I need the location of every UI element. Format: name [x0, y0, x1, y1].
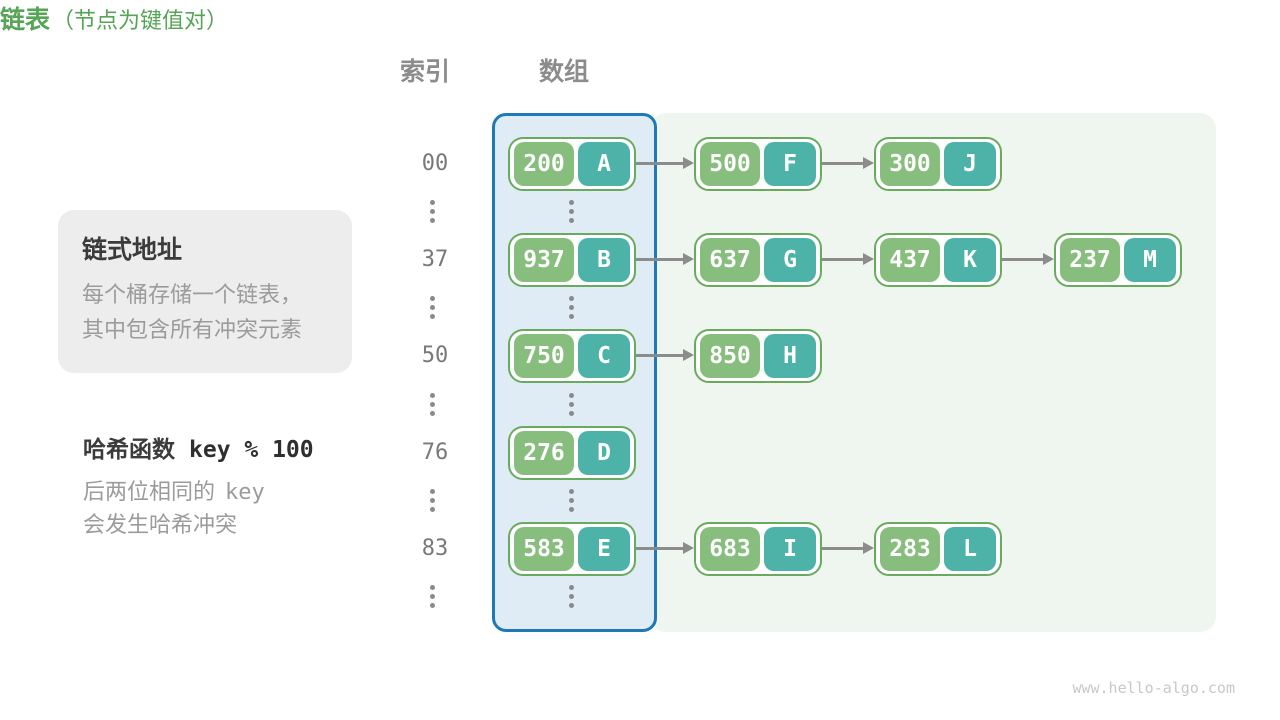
- chaining-info-box: 链式地址 每个桶存储一个链表， 其中包含所有冲突元素: [58, 210, 352, 373]
- node-key: 937: [514, 238, 574, 282]
- hash-note-line-2: 后两位相同的 key: [83, 474, 265, 506]
- node-key: 283: [880, 527, 940, 571]
- chain-node: 300 J: [874, 137, 1002, 191]
- bucket-node: 200 A: [508, 137, 636, 191]
- vertical-ellipsis: [430, 585, 436, 608]
- arrow-icon: [636, 542, 694, 554]
- vertical-ellipsis: [569, 393, 575, 416]
- node-key: 237: [1060, 238, 1120, 282]
- arrow-icon: [822, 157, 874, 169]
- arrow-icon: [636, 349, 694, 361]
- node-key: 683: [700, 527, 760, 571]
- vertical-ellipsis: [569, 296, 575, 319]
- watermark: www.hello-algo.com: [1072, 679, 1235, 697]
- node-value: K: [944, 238, 996, 282]
- chain-node: 500 F: [694, 137, 822, 191]
- vertical-ellipsis: [569, 200, 575, 223]
- arrow-icon: [822, 542, 874, 554]
- arrow-icon: [636, 253, 694, 265]
- hash-note-line2-code: key: [225, 480, 265, 505]
- bucket-node: 583 E: [508, 522, 636, 576]
- node-value: A: [578, 142, 630, 186]
- node-key: 300: [880, 142, 940, 186]
- list-header-label: 链表: [0, 5, 51, 34]
- info-box-line-2: 其中包含所有冲突元素: [82, 318, 303, 343]
- arrow-icon: [822, 253, 874, 265]
- index-label: 00: [421, 151, 449, 176]
- index-column-header: 索引: [399, 57, 450, 86]
- chain-node: 437 K: [874, 233, 1002, 287]
- bucket-node: 750 C: [508, 329, 636, 383]
- node-value: L: [944, 527, 996, 571]
- node-key: 583: [514, 527, 574, 571]
- hash-note-line3-text: 会发生哈希冲突: [83, 513, 238, 538]
- vertical-ellipsis: [430, 296, 436, 319]
- chain-node: 237 M: [1054, 233, 1182, 287]
- node-value: G: [764, 238, 816, 282]
- chain-node: 637 G: [694, 233, 822, 287]
- hash-function-label: 哈希函数: [83, 437, 175, 463]
- node-value: B: [578, 238, 630, 282]
- vertical-ellipsis: [430, 200, 436, 223]
- index-label: 83: [421, 536, 449, 561]
- arrow-icon: [636, 157, 694, 169]
- index-label: 50: [421, 343, 449, 368]
- node-key: 200: [514, 142, 574, 186]
- hash-note-line-3: 会发生哈希冲突: [83, 507, 237, 539]
- vertical-ellipsis: [569, 489, 575, 512]
- index-label: 37: [421, 247, 449, 272]
- node-value: D: [578, 431, 630, 475]
- list-header-note: （节点为键值对）: [52, 9, 229, 34]
- node-key: 850: [700, 334, 760, 378]
- bucket-node: 276 D: [508, 426, 636, 480]
- node-key: 437: [880, 238, 940, 282]
- list-column-header: 链表（节点为键值对）: [0, 0, 1280, 36]
- node-value: C: [578, 334, 630, 378]
- arrow-icon: [1002, 253, 1054, 265]
- info-box-title: 链式地址: [82, 235, 183, 264]
- node-value: E: [578, 527, 630, 571]
- bucket-node: 937 B: [508, 233, 636, 287]
- vertical-ellipsis: [430, 393, 436, 416]
- node-key: 500: [700, 142, 760, 186]
- node-value: I: [764, 527, 816, 571]
- node-key: 637: [700, 238, 760, 282]
- index-label: 76: [421, 440, 449, 465]
- vertical-ellipsis: [430, 489, 436, 512]
- node-key: 750: [514, 334, 574, 378]
- chain-node: 683 I: [694, 522, 822, 576]
- chain-node: 850 H: [694, 329, 822, 383]
- node-value: H: [764, 334, 816, 378]
- node-value: F: [764, 142, 816, 186]
- info-box-line-1: 每个桶存储一个链表，: [82, 283, 303, 308]
- chain-node: 283 L: [874, 522, 1002, 576]
- hash-function-formula: key % 100: [189, 437, 314, 463]
- vertical-ellipsis: [569, 585, 575, 608]
- node-value: J: [944, 142, 996, 186]
- hash-function-title: 哈希函数 key % 100: [83, 430, 314, 464]
- node-value: M: [1124, 238, 1176, 282]
- array-column-header: 数组: [538, 57, 589, 86]
- hash-note-line2-text: 后两位相同的: [83, 480, 216, 505]
- node-key: 276: [514, 431, 574, 475]
